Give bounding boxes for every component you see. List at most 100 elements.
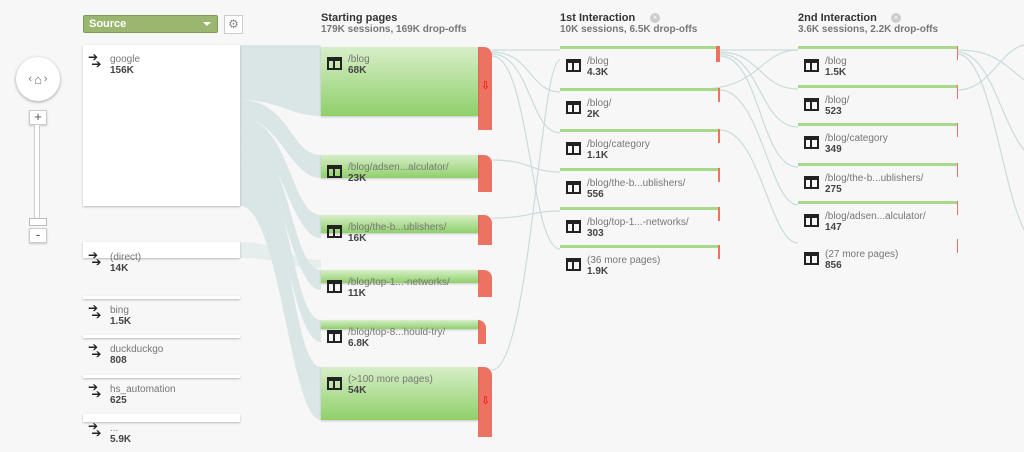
home-navigator[interactable]: ‹ ⌂ › [16,57,60,101]
dropoff-bar[interactable] [957,46,958,60]
dropoff-bar[interactable] [957,163,958,177]
zoom-out-button[interactable]: - [29,228,47,243]
page-icon [566,181,581,194]
page-node[interactable]: /blog/adsen...alculator/147 [798,201,958,237]
page-value: 303 [587,228,604,239]
source-node-other[interactable] [83,414,240,422]
source-node-google[interactable] [83,45,240,206]
page-node[interactable]: /blog/adsen...alculator/23K [321,155,478,184]
dropoff-bar[interactable] [478,270,492,297]
page-icon [566,59,581,72]
dropoff-bar[interactable] [957,85,958,99]
dropoff-bar[interactable] [478,155,492,192]
source-name: (direct) [110,252,142,263]
source-node-direct[interactable] [83,242,240,258]
page-name: /blog/adsen...alculator/ [348,162,449,173]
page-node[interactable]: /blog/top-8...hould-try/6.8K [321,320,478,349]
page-name: /blog/the-b...ublishers/ [825,173,924,184]
page-node[interactable]: /blog/the-b...ublishers/16K [321,215,478,244]
page-name: /blog/ [825,95,850,106]
page-value: 1.9K [587,266,609,277]
zoom-slider-track[interactable] [34,124,40,222]
column-summary: 3.6K sessions, 2.2K drop-offs [798,24,939,35]
source-label-other: ➔ ➔...5.9K [88,420,132,445]
dropoff-bar[interactable] [957,201,958,215]
page-value: 54K [348,385,367,396]
zoom-slider-handle[interactable] [29,218,47,226]
page-value: 23K [348,173,367,184]
column-title: Starting pages [321,12,398,24]
source-node-duckduckgo[interactable] [83,335,240,338]
dropoff-bar[interactable] [718,88,720,102]
page-icon [804,59,819,72]
page-node[interactable]: /blog/top-1...-networks/11K [321,270,478,299]
source-value: 5.9K [110,434,132,445]
page-value: 349 [825,144,842,155]
column-summary: 179K sessions, 169K drop-offs [321,24,467,35]
page-value: 68K [348,65,367,76]
page-icon [804,176,819,189]
page-icon [804,136,819,149]
page-icon [327,280,342,293]
dropoff-bar[interactable] [718,207,720,221]
pan-left-icon[interactable]: ‹ [28,73,33,85]
chevron-down-icon [203,22,211,26]
gear-icon: ⚙ [228,17,239,31]
dropoff-bar[interactable] [478,215,492,245]
dropoff-bar[interactable] [478,320,486,344]
source-node-hs-automation[interactable] [83,375,240,378]
settings-button[interactable]: ⚙ [224,15,243,34]
page-icon [566,258,581,271]
page-value: 856 [825,260,842,271]
remove-step-close-icon[interactable]: × [891,13,901,23]
source-value: 1.5K [110,316,132,327]
page-node[interactable]: /blog/2K [560,88,720,124]
source-name: ... [110,423,119,434]
dropoff-bar[interactable] [957,239,958,253]
page-node[interactable]: (>100 more pages)54K [321,367,478,420]
page-node[interactable]: /blog/the-b...ublishers/275 [798,163,958,199]
dropoff-bar[interactable] [718,168,720,182]
page-icon [327,57,342,70]
page-value: 11K [348,288,366,299]
page-icon [327,165,342,178]
home-icon[interactable]: ⌂ [34,71,42,87]
dropoff-bar[interactable]: ⇩ [478,47,492,130]
dropoff-bar[interactable] [716,46,720,62]
page-icon [804,98,819,111]
pan-right-icon[interactable]: › [43,73,48,85]
page-name: /blog/top-1...-networks/ [587,217,689,228]
page-node[interactable]: /blog/top-1...-networks/303 [560,207,720,243]
page-node[interactable]: (27 more pages)856 [798,239,958,275]
page-node[interactable]: /blog/523 [798,85,958,121]
dropdown-value: Source [89,18,127,30]
page-node[interactable]: /blog/the-b...ublishers/556 [560,168,720,204]
page-value: 16K [348,233,367,244]
page-value: 1.5K [825,67,847,78]
page-value: 2K [587,109,600,120]
source-node-bing[interactable] [83,296,240,299]
zoom-in-button[interactable]: + [29,110,47,125]
page-name: (27 more pages) [825,249,899,260]
source-dropdown[interactable]: Source [83,15,218,33]
dropoff-bar[interactable]: ⇩ [478,367,492,437]
dropoff-bar[interactable] [718,129,720,143]
dropoff-bar[interactable] [957,123,958,137]
page-node[interactable]: (36 more pages)1.9K [560,245,720,281]
page-icon [327,330,342,343]
remove-step-close-icon[interactable]: × [650,13,660,23]
page-icon [804,214,819,227]
source-arrows-icon: ➔ ➔ [88,380,102,401]
dropoff-bar[interactable] [718,245,720,259]
page-name: /blog/the-b...ublishers/ [587,178,686,189]
